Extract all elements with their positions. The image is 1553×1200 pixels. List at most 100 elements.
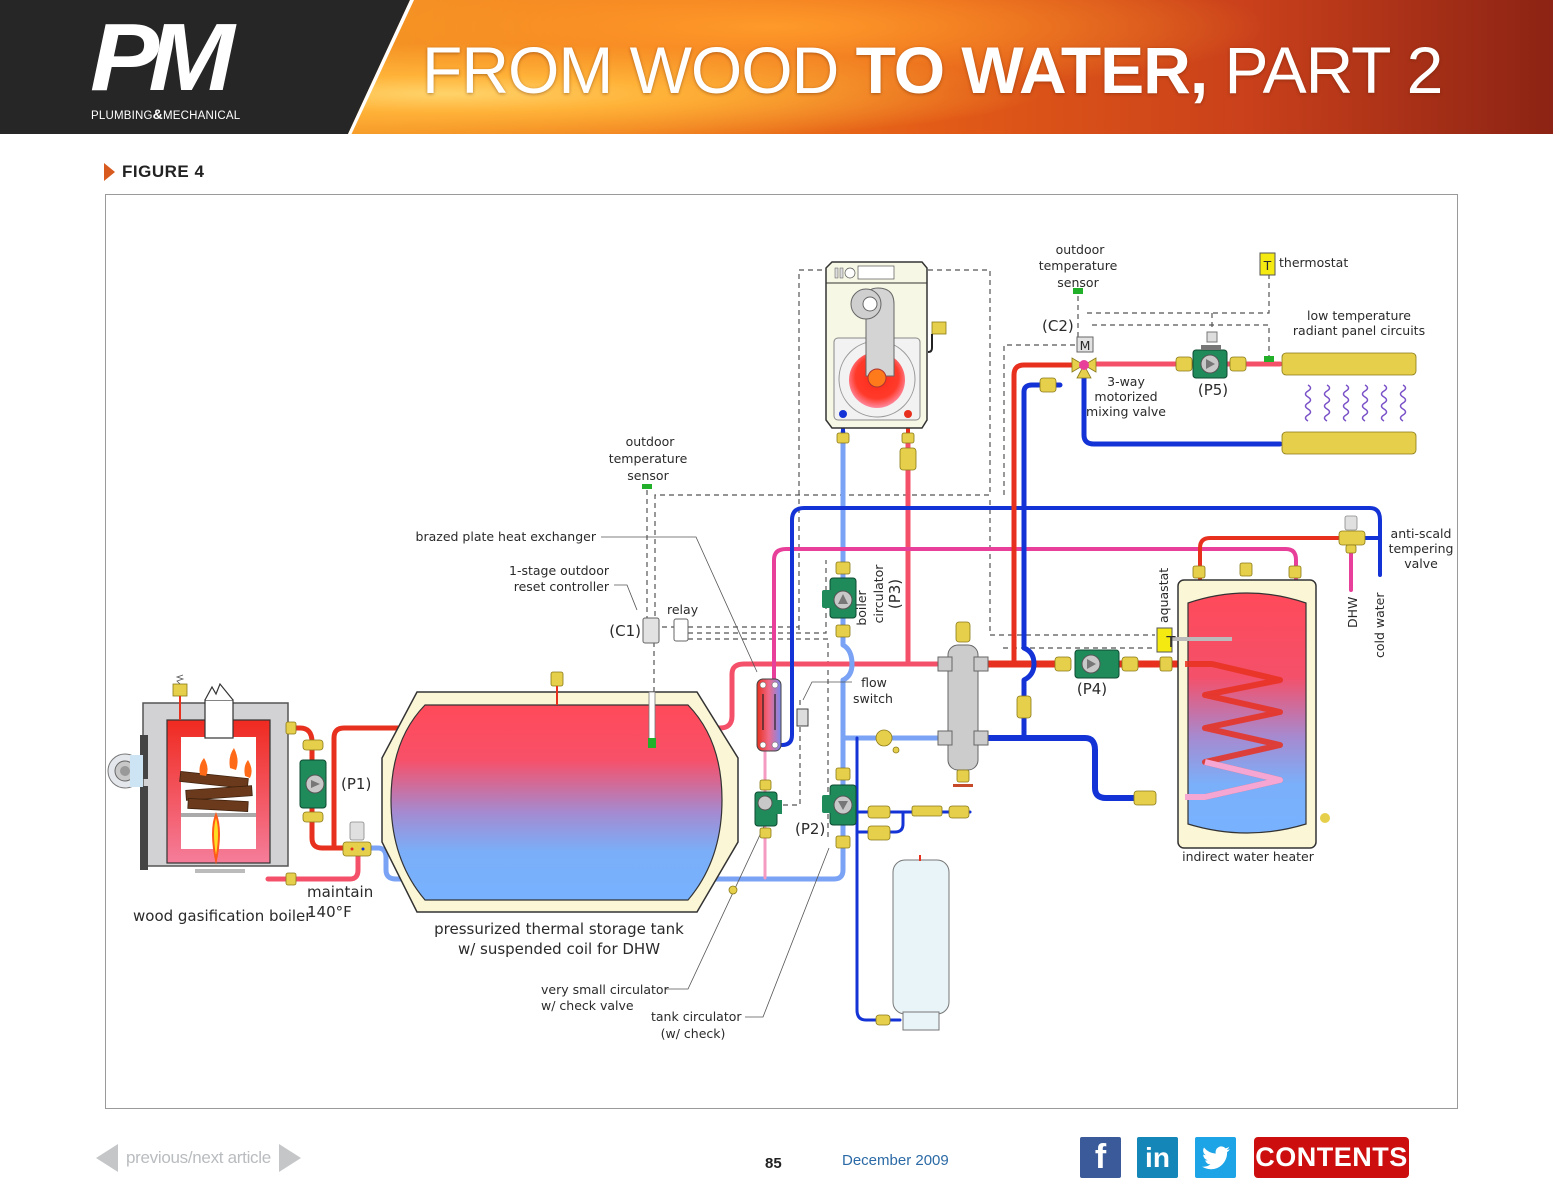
logo-pm-text: PM (90, 4, 235, 111)
circulator-p5 (1175, 331, 1247, 379)
label-tank-circ-2: (w/ check) (661, 1026, 726, 1041)
title-part-2: TO WATER, (855, 33, 1209, 107)
boiler-fittings (836, 432, 917, 471)
air-vent-icon (550, 671, 564, 705)
page-number: 85 (765, 1155, 782, 1172)
brazed-plate-heat-exchanger (756, 678, 782, 752)
leader-lines (601, 536, 852, 1018)
label-sensor2-3: sensor (1057, 275, 1099, 290)
label-p2: (P2) (795, 820, 825, 838)
label-small-circ-2: w/ check valve (541, 998, 634, 1013)
label-anti-scald-1: anti-scald (1391, 526, 1452, 541)
label-c1: (C1) (609, 622, 641, 640)
thermostat-t-label: T (1263, 258, 1272, 273)
label-sensor1-3: sensor (627, 468, 669, 483)
label-mixing-3: mixing valve (1086, 404, 1166, 419)
circulator-p2 (822, 767, 857, 849)
logo-subtitle: PLUMBING&MECHANICAL (91, 106, 240, 122)
label-anti-scald-3: valve (1404, 556, 1438, 571)
label-flow-2: switch (853, 691, 893, 706)
label-p3: (P3) (886, 579, 904, 609)
motor-m-label: M (1080, 338, 1091, 353)
fittings (285, 721, 297, 886)
label-radiant-1: low temperature (1307, 308, 1411, 323)
title-part-3: PART 2 (1207, 33, 1444, 107)
label-cold-water: cold water (1372, 592, 1387, 658)
label-p1: (P1) (341, 775, 371, 793)
page-header: PM PLUMBING&MECHANICAL FROM WOOD TO WATE… (0, 0, 1553, 134)
label-maintain: maintain (307, 883, 373, 901)
issue-date: December 2009 (842, 1152, 949, 1169)
twitter-share-button[interactable] (1195, 1137, 1236, 1178)
label-small-circ-1: very small circulator (541, 982, 670, 997)
label-tank-1: pressurized thermal storage tank (434, 920, 684, 938)
aquastat-t-label: T (1165, 633, 1176, 651)
fill-valves (867, 805, 970, 1026)
thermal-storage-tank (381, 671, 739, 913)
label-sensor2-2: temperature (1039, 258, 1118, 273)
label-aquastat: aquastat (1156, 568, 1171, 623)
hydraulic-separator (937, 621, 989, 787)
contents-button[interactable]: CONTENTS (1254, 1137, 1409, 1178)
label-tank-2: w/ suspended coil for DHW (458, 940, 660, 958)
figure-arrow-icon (104, 163, 115, 181)
relief-valve-icon (927, 321, 947, 353)
relief-valve-icon (172, 674, 188, 720)
thermostat-icon (1259, 252, 1276, 276)
label-mixing-2: motorized (1094, 389, 1157, 404)
circulator-p1 (299, 739, 327, 823)
outdoor-sensor-2-icon (1073, 288, 1083, 294)
label-anti-scald-2: tempering (1389, 541, 1454, 556)
label-sensor1-2: temperature (609, 451, 688, 466)
linkedin-icon: in (1145, 1141, 1170, 1173)
three-way-mixing-valve (1071, 357, 1097, 379)
label-mixing-1: 3-way (1107, 374, 1145, 389)
article-title: FROM WOOD TO WATER, PART 2 (422, 30, 1444, 110)
label-boiler-circ-1: boiler (854, 589, 869, 625)
title-part-1: FROM WOOD (422, 33, 856, 107)
label-thermostat: thermostat (1279, 255, 1348, 270)
previous-arrow-icon[interactable] (96, 1144, 118, 1172)
label-p5: (P5) (1198, 381, 1228, 399)
wood-gasification-boiler (107, 674, 289, 873)
anti-scald-tempering-valve (1338, 515, 1366, 554)
label-c2: (C2) (1042, 317, 1074, 335)
prev-next-article-nav[interactable]: previous/next article (96, 1144, 301, 1172)
facebook-share-button[interactable]: f (1080, 1137, 1121, 1178)
expansion-tank (892, 855, 950, 1031)
label-relay: relay (667, 602, 699, 617)
pressure-relief-icon (1016, 695, 1032, 719)
label-wood-boiler: wood gasification boiler (133, 907, 312, 925)
circulator-p3 (822, 561, 857, 638)
piping (265, 361, 1382, 1022)
flow-switch-icon (796, 708, 809, 727)
nav-label[interactable]: previous/next article (126, 1148, 271, 1167)
next-arrow-icon[interactable] (278, 1144, 301, 1172)
logo-sub-left: PLUMBING (91, 110, 153, 122)
control-wiring (646, 269, 1270, 840)
strainer-icon (1039, 377, 1057, 393)
pm-logo[interactable]: PM PLUMBING&MECHANICAL (90, 8, 272, 123)
label-indirect-heater: indirect water heater (1182, 849, 1315, 864)
drain-valves (728, 729, 900, 895)
label-boiler-circ-2: circulator (871, 564, 886, 624)
label-brazed-hx: brazed plate heat exchanger (416, 529, 597, 544)
logs-icon (179, 771, 253, 812)
facebook-icon: f (1094, 1138, 1107, 1176)
figure-label: FIGURE 4 (104, 162, 204, 182)
label-reset-1: 1-stage outdoor (509, 563, 610, 578)
label-radiant-2: radiant panel circuits (1293, 323, 1425, 338)
linkedin-share-button[interactable]: in (1137, 1137, 1178, 1178)
circulator-p4 (1054, 649, 1173, 679)
blower-fan-icon (107, 753, 143, 789)
label-sensor2-1: outdoor (1056, 242, 1106, 257)
logo-sub-right: MECHANICAL (162, 110, 241, 122)
indirect-water-heater (1133, 562, 1330, 849)
tank-sensor-well (648, 691, 656, 748)
label-dhw: DHW (1345, 597, 1360, 628)
diagram-labels: wood gasification boiler maintain 140°F … (133, 242, 1453, 1041)
supply-sensor-icon (1264, 356, 1274, 362)
label-p4: (P4) (1077, 680, 1107, 698)
reset-controller-c1 (642, 617, 660, 644)
radiant-manifold (1281, 352, 1417, 455)
